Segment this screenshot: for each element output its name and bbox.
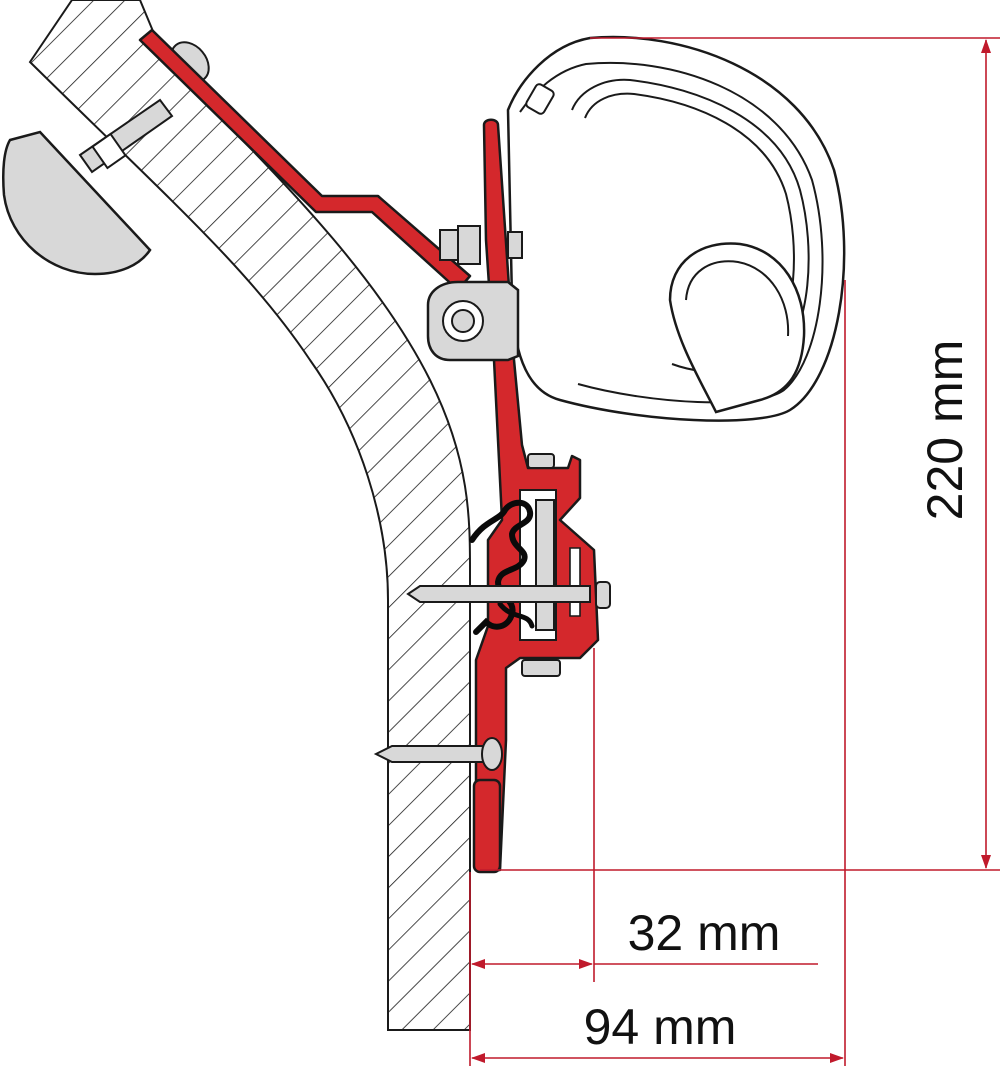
offset-dimension-label: 32 mm: [628, 905, 781, 961]
depth-dimension-label: 94 mm: [584, 999, 737, 1055]
mounting-rail-icon: [469, 499, 535, 635]
height-dimension-label: 220 mm: [917, 340, 973, 521]
clamp-pad-icon: [2, 98, 174, 276]
awning-cassette-icon: [506, 35, 846, 422]
screw-icon: [373, 585, 591, 771]
dimension-lines: [469, 37, 1000, 1066]
